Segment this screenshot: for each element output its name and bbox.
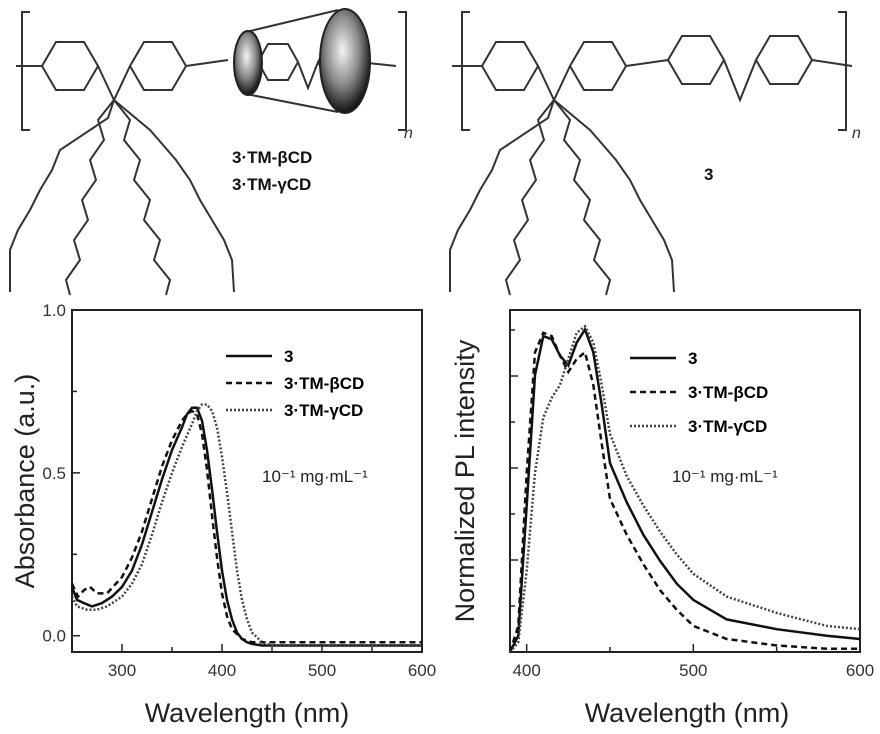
pl-intensity-chart: 400 500 600 3 3·TM-βCD 3·TM-γCD 10⁻¹ mg·mL… xyxy=(450,309,874,728)
bracket-right xyxy=(838,11,847,131)
chart-plot-area: 400 500 600 xyxy=(508,309,874,680)
x-axis-label: Wavelength (nm) xyxy=(585,698,790,728)
chart-plot-area: 300 400 500 600 0.0 0.5 1.0 xyxy=(42,301,436,680)
y-axis-label: Normalized PL intensity xyxy=(450,339,480,622)
benzene-ring xyxy=(40,41,100,91)
legend: 3 3·TM-βCD 3·TM-γCD xyxy=(226,347,364,420)
structure-3 xyxy=(449,11,853,296)
x-tick-label: 500 xyxy=(308,661,336,680)
alkyl-chain xyxy=(553,99,612,296)
series-line-2 xyxy=(509,324,861,653)
alkyl-chain xyxy=(553,99,675,293)
concentration-annotation: 10⁻¹ mg·mL⁻¹ xyxy=(262,467,368,486)
legend-label: 3·TM-βCD xyxy=(688,383,768,402)
legend-label: 3·TM-βCD xyxy=(284,374,364,393)
repeat-unit-n: n xyxy=(404,125,413,142)
chemical-structures: n 3·TM-βCD 3·TM-γCD n 3 xyxy=(9,8,861,296)
series-line-2 xyxy=(70,403,422,647)
x-tick-label: 300 xyxy=(108,661,136,680)
series-line-0 xyxy=(508,326,861,653)
y-axis-label: Absorbance (a.u.) xyxy=(10,374,40,589)
benzene-ring xyxy=(754,35,814,85)
alkyl-chain xyxy=(64,99,115,296)
bracket-right xyxy=(398,11,407,131)
legend-label: 3 xyxy=(688,349,697,368)
y-tick-label: 0.0 xyxy=(42,627,66,646)
series-line-0 xyxy=(70,406,422,647)
alkyl-chain xyxy=(113,99,235,293)
repeat-unit-n: n xyxy=(852,125,861,142)
y-tick-label: 0.5 xyxy=(42,464,66,483)
series-line-1 xyxy=(70,409,422,644)
y-tick-label: 1.0 xyxy=(42,301,66,320)
x-tick-label: 400 xyxy=(512,661,540,680)
plot-frame xyxy=(509,309,861,653)
compound-label: 3·TM-βCD xyxy=(232,148,312,167)
bracket-left xyxy=(21,11,30,131)
compound-label: 3 xyxy=(704,165,713,184)
legend-label: 3 xyxy=(284,347,293,366)
benzene-ring xyxy=(128,41,188,91)
tick-layer: 400 500 600 xyxy=(510,329,874,680)
benzene-ring xyxy=(480,41,540,91)
bracket-left xyxy=(461,11,470,131)
alkyl-chain xyxy=(504,99,555,296)
series-layer xyxy=(508,324,861,653)
plot-frame xyxy=(71,309,423,653)
compound-label: 3·TM-γCD xyxy=(232,175,311,194)
benzene-ring xyxy=(256,43,300,81)
legend-label: 3·TM-γCD xyxy=(284,401,363,420)
legend: 3 3·TM-βCD 3·TM-γCD xyxy=(630,349,768,436)
x-tick-label: 500 xyxy=(679,661,707,680)
benzene-ring xyxy=(666,35,726,85)
tick-layer: 300 400 500 600 0.0 0.5 1.0 xyxy=(42,301,436,680)
legend-label: 3·TM-γCD xyxy=(688,417,767,436)
series-line-1 xyxy=(508,331,860,653)
x-tick-label: 600 xyxy=(846,661,874,680)
alkyl-chain xyxy=(9,99,115,292)
alkyl-chain xyxy=(113,99,172,296)
concentration-annotation: 10⁻¹ mg·mL⁻¹ xyxy=(672,467,778,486)
cyclodextrin-ring xyxy=(233,8,371,114)
alkyl-chain xyxy=(449,99,555,292)
x-tick-label: 400 xyxy=(208,661,236,680)
series-layer xyxy=(70,403,422,647)
x-axis-label: Wavelength (nm) xyxy=(145,698,350,728)
benzene-ring xyxy=(568,41,628,91)
x-tick-label: 600 xyxy=(408,661,436,680)
absorbance-chart: 300 400 500 600 0.0 0.5 1.0 3 3·TM-βCD 3·TM-γC… xyxy=(10,301,436,728)
